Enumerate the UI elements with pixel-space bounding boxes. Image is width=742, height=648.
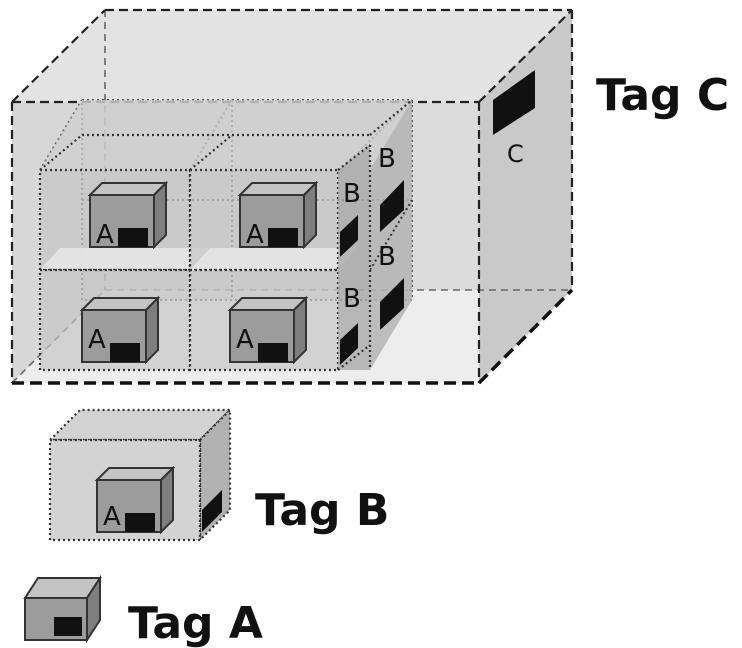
legend-tag-b-text: Tag B	[255, 485, 389, 536]
tag-b-letter-4: B	[378, 242, 396, 272]
legend-tag-a-box	[23, 574, 102, 644]
legend-tag-c-text: Tag C	[596, 70, 729, 121]
tag-b-black-label-2	[340, 323, 358, 365]
legend-tag-b-crate: A	[47, 407, 233, 543]
tag-a-letter-2: A	[246, 220, 264, 250]
tag-a-letter-1: A	[96, 220, 114, 250]
legend-tag-b-inner-letter: A	[103, 502, 121, 532]
legend-tag-b-black-label	[202, 490, 222, 532]
tag-b-letter-2: B	[343, 284, 361, 314]
tag-b-letter-1: B	[343, 179, 361, 209]
tag-b-black-label-3	[380, 180, 404, 232]
tag-a-letter-4: A	[236, 325, 254, 355]
tag-a-letter-3: A	[88, 325, 106, 355]
container-top-face	[12, 10, 572, 102]
legend-tag-a-text: Tag A	[128, 598, 263, 648]
tag-b-black-label-1	[340, 215, 358, 257]
tag-c-black-label	[493, 70, 535, 135]
tag-b-black-label-4	[380, 278, 404, 330]
tag-b-letter-3: B	[378, 144, 396, 174]
tag-c-letter: C	[507, 140, 524, 168]
